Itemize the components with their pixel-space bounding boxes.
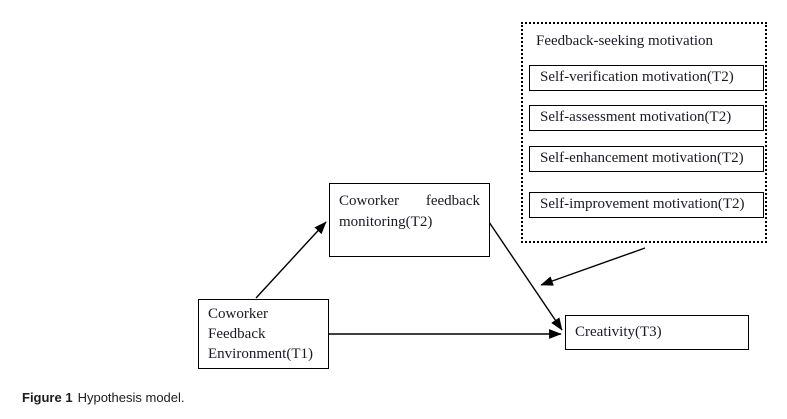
node-self-assessment-motivation: Self-assessment motivation(T2)	[529, 105, 764, 131]
environment-label-line2: Feedback	[208, 326, 266, 342]
node-self-verification-motivation: Self-verification motivation(T2)	[529, 65, 764, 91]
node-self-enhancement-motivation: Self-enhancement motivation(T2)	[529, 146, 764, 172]
arrow-motivation-to-mediation-path	[540, 247, 646, 286]
node-coworker-feedback-environment: Coworker Feedback Environment(T1)	[198, 299, 329, 369]
figure-caption-text: Hypothesis model.	[77, 390, 185, 405]
monitoring-word1: Coworker	[339, 193, 399, 209]
arrow-environment-to-monitoring	[255, 221, 327, 299]
environment-label-line1: Coworker	[208, 306, 268, 322]
monitoring-word2: feedback	[425, 193, 480, 209]
monitoring-label-line2: monitoring(T2)	[339, 214, 433, 230]
creativity-label: Creativity(T3)	[575, 324, 662, 340]
node-self-improvement-motivation: Self-improvement motivation(T2)	[529, 192, 764, 218]
node-coworker-feedback-monitoring: Coworker feedback monitoring(T2)	[329, 183, 490, 257]
node-creativity: Creativity(T3)	[565, 315, 749, 350]
figure-caption: Figure 1 Hypothesis model.	[22, 390, 185, 405]
feedback-seeking-motivation-group: Feedback-seeking motivation Self-verific…	[521, 22, 767, 243]
group-title: Feedback-seeking motivation	[536, 33, 714, 49]
environment-label-line3: Environment(T1)	[208, 346, 313, 362]
monitoring-label-line1: Coworker feedback	[339, 191, 480, 212]
figure-caption-label: Figure 1	[22, 390, 73, 405]
